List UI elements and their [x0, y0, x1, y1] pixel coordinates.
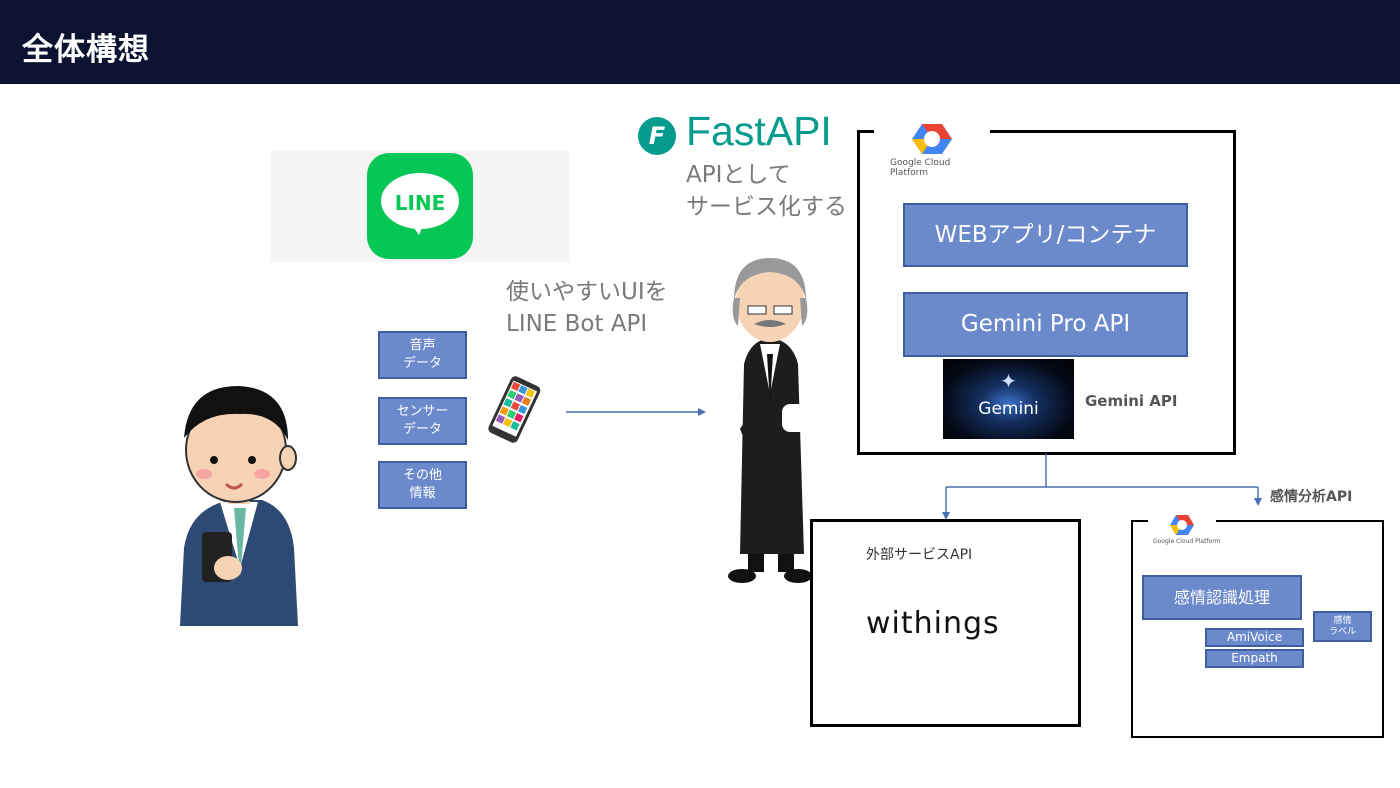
left-caption-line2: LINE Bot API: [506, 311, 648, 337]
emotion-label-line1: 感情: [1333, 615, 1352, 626]
line-bubble-tail: [409, 221, 425, 235]
sensor-data-box: センサー データ: [378, 397, 467, 445]
gemini-star-icon: ✦: [1000, 369, 1017, 393]
gemini-logo-image: ✦ Gemini: [943, 359, 1074, 439]
arrow-to-butler: [566, 408, 706, 416]
user-illustration: [180, 386, 298, 626]
gcp-main-logo-area: Google Cloud Platform: [874, 120, 990, 178]
voice-data-box: 音声 データ: [378, 331, 467, 379]
emotion-recognition-box: 感情認識処理: [1142, 575, 1302, 620]
smartphone-icon: [488, 376, 541, 443]
fastapi-caption-line1: APIとして: [686, 162, 791, 188]
voice-data-line1: 音声: [409, 338, 436, 353]
gemini-pro-api-box: Gemini Pro API: [903, 292, 1188, 357]
amivoice-box: AmiVoice: [1205, 628, 1304, 647]
gcp-hexagon-icon: [912, 124, 952, 154]
web-app-container-box: WEBアプリ/コンテナ: [903, 203, 1188, 267]
emotion-analysis-api-label: 感情分析API: [1270, 489, 1353, 505]
fastapi-bolt-icon: F: [638, 117, 676, 155]
header-bar: [0, 0, 1400, 84]
gcp-main-platform-label: Google Cloud Platform: [890, 158, 951, 178]
gemini-api-label: Gemini API: [1085, 392, 1178, 410]
left-caption-line1: 使いやすいUIを: [506, 279, 668, 305]
line-logo: LINE: [367, 153, 473, 259]
butler-illustration: [728, 258, 812, 583]
gcp-small-logo-area: Google Cloud Platform: [1148, 510, 1220, 550]
other-info-box: その他 情報: [378, 461, 467, 509]
fastapi-caption-line2: サービス化する: [686, 194, 847, 220]
external-service-frame: [810, 519, 1081, 727]
voice-data-line2: データ: [402, 356, 442, 371]
line-bubble-icon: [381, 173, 459, 229]
emotion-label-line2: ラベル: [1328, 626, 1356, 637]
emotion-label-box: 感情 ラベル: [1313, 611, 1372, 642]
line-logo-text: LINE: [394, 191, 446, 215]
gcp-small-platform-label: Google Cloud Platform: [1153, 538, 1221, 545]
external-service-title: 外部サービスAPI: [866, 547, 973, 563]
withings-logo: withings: [866, 606, 1000, 641]
gemini-logo-word: Gemini: [978, 399, 1039, 419]
sensor-data-line2: データ: [402, 422, 442, 437]
gcp-small-hexagon-icon: [1170, 515, 1194, 535]
empath-box: Empath: [1205, 649, 1304, 668]
page-title: 全体構想: [22, 32, 150, 68]
other-info-line1: その他: [402, 468, 442, 483]
connector-lines: [942, 454, 1262, 520]
other-info-line2: 情報: [409, 486, 436, 501]
sensor-data-line1: センサー: [396, 404, 449, 419]
fastapi-logo-text: FastAPI: [686, 108, 832, 154]
